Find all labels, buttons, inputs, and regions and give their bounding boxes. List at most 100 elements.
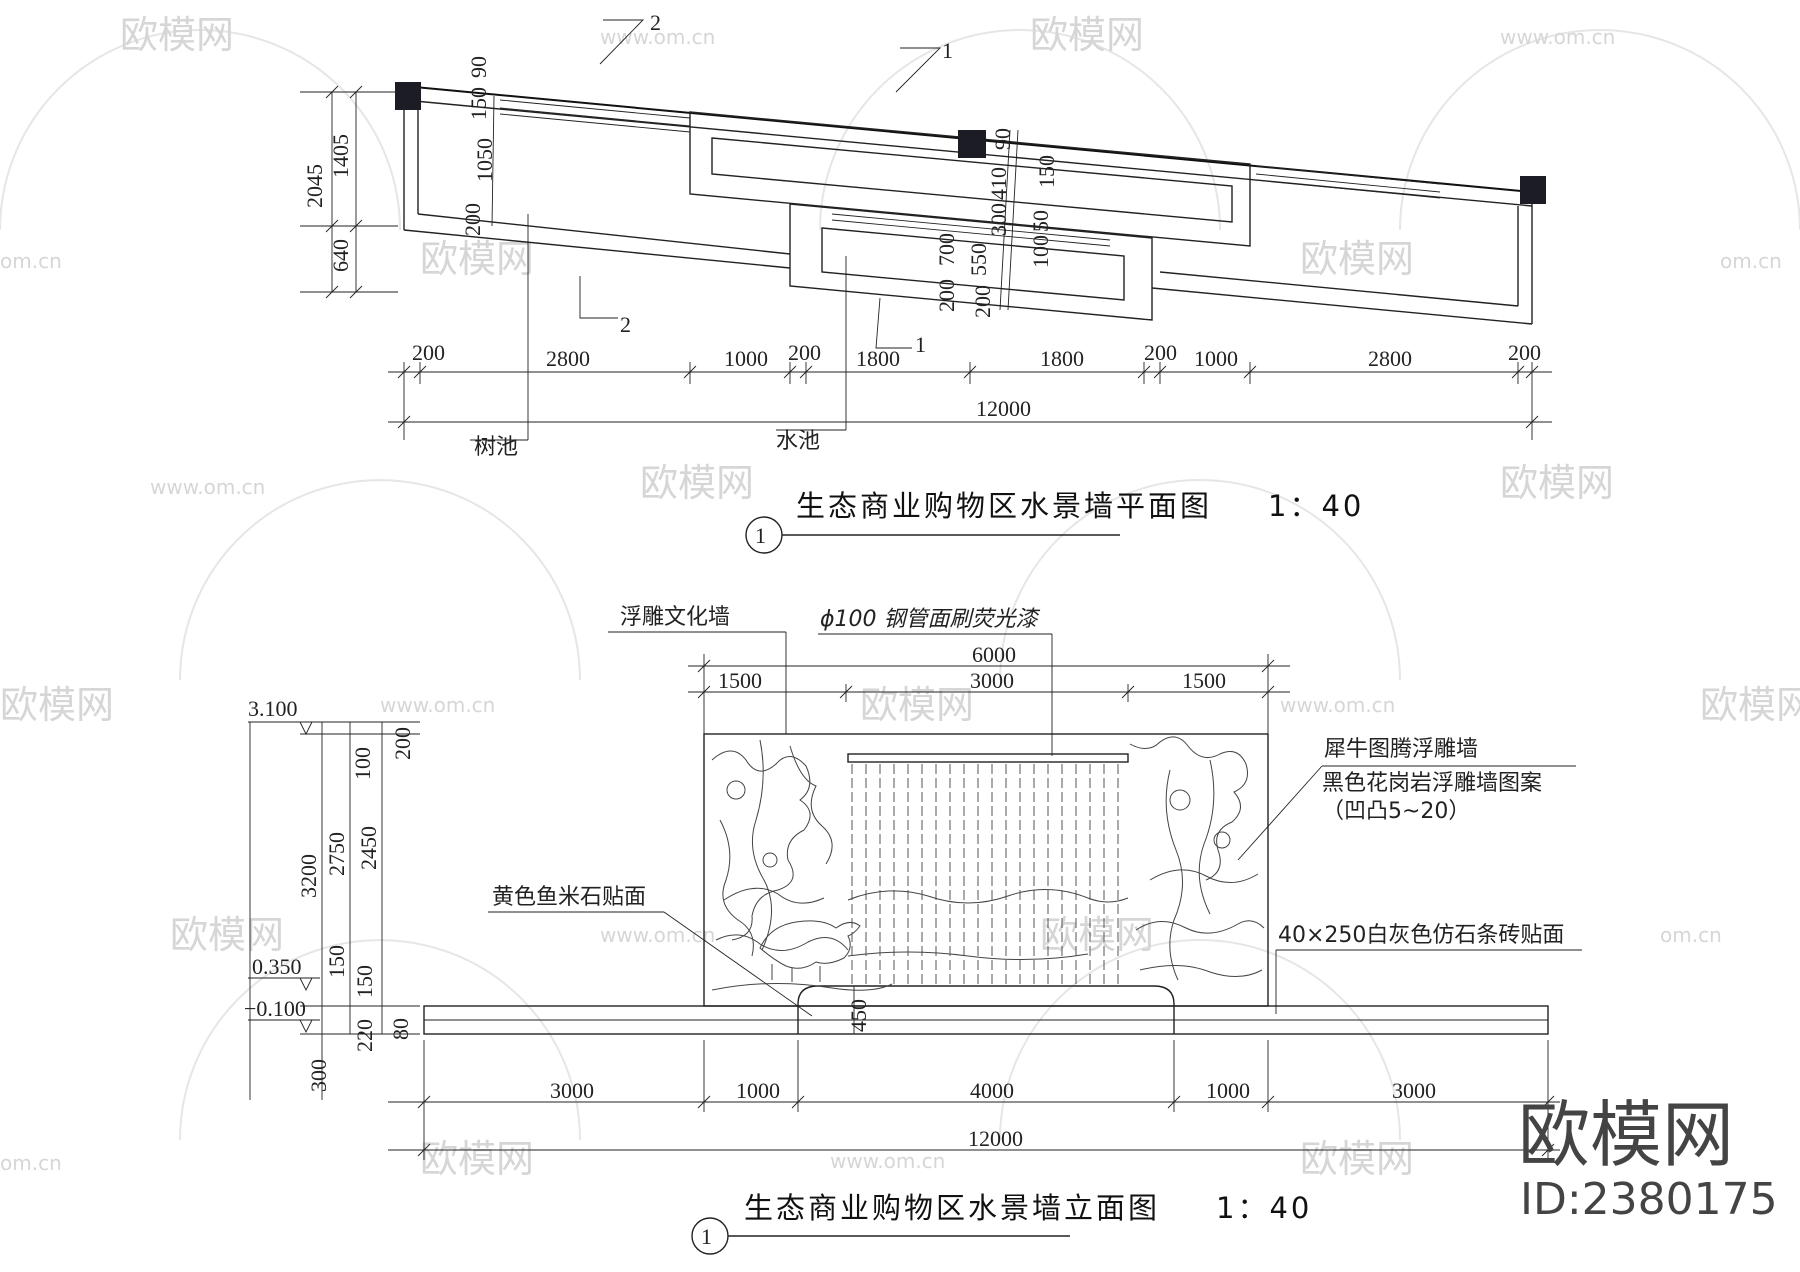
- watermark-site: www.om.cn: [150, 475, 265, 499]
- dim-2450: 2450: [356, 826, 381, 870]
- callout-steel-pipe: ϕ100 钢管面刷荧光漆: [820, 607, 1040, 632]
- elevation-marker: 1: [701, 1224, 712, 1249]
- watermark-site-short: om.cn: [0, 1151, 62, 1175]
- dim-1000-e2: 1000: [1206, 1078, 1250, 1103]
- dim-200-e: 200: [390, 727, 415, 760]
- dimension-tick: [1525, 365, 1539, 379]
- watermark-site: www.om.cn: [380, 693, 495, 717]
- section-mark-2-bottom: 2: [620, 312, 631, 337]
- dimension-tick: [417, 1095, 431, 1109]
- dimension-tick: [397, 365, 411, 379]
- dim-6000: 6000: [972, 642, 1016, 667]
- watermark-brand: 欧模网: [120, 13, 234, 57]
- callout-strip-brick: 40×250白灰色仿石条砖贴面: [1278, 923, 1564, 948]
- dim-1500-b: 1500: [1182, 668, 1226, 693]
- dim-150-c: 150: [1034, 155, 1059, 188]
- dim-200-d: 200: [1508, 340, 1541, 365]
- callout-granite: 黑色花岗岩浮雕墙图案: [1322, 771, 1542, 796]
- dimension-tick: [1167, 1095, 1181, 1109]
- elevation-scale: 1：40: [1216, 1191, 1312, 1225]
- dim-640: 640: [328, 239, 353, 272]
- dim-1800-a: 1800: [856, 346, 900, 371]
- watermark-site: www.om.cn: [600, 25, 715, 49]
- watermark-site: www.om.cn: [830, 1149, 945, 1173]
- plan-callouts: 树池 水池: [470, 214, 847, 460]
- dim-2800-b: 2800: [1368, 346, 1412, 371]
- plan-center-dimensions: 90 150 410 300 700 550 200 200 50 100: [934, 128, 1059, 318]
- dim-90: 90: [466, 56, 491, 78]
- dim-4000: 4000: [970, 1078, 1014, 1103]
- plan-scale: 1：40: [1268, 489, 1364, 523]
- dimension-tick: [1137, 365, 1151, 379]
- dim-100-e: 100: [350, 747, 375, 780]
- watermark-site-short: om.cn: [1720, 249, 1782, 273]
- dim-410-c: 410: [986, 167, 1011, 200]
- dim-100-c: 100: [1028, 235, 1053, 268]
- callout-water-pool: 水池: [776, 429, 820, 454]
- dimension-tick: [1541, 1095, 1555, 1109]
- elevation-title-block: 1 生态商业购物区水景墙立面图 1：40: [691, 1191, 1312, 1255]
- plan-view: 2 1 1 2 2045 1405 640 1050 200: [300, 10, 1552, 554]
- watermark-brand: 欧模网: [0, 683, 114, 727]
- dim-700-c: 700: [934, 233, 959, 266]
- dimension-tick: [1511, 365, 1525, 379]
- watermark-brand: 欧模网: [1030, 13, 1144, 57]
- elevation-top-dimensions: 6000 1500 3000 1500: [688, 642, 1290, 734]
- dimension-tick: [783, 365, 797, 379]
- dim-1000-b: 1000: [1194, 346, 1238, 371]
- elevation-bottom-dimensions: 3000 1000 4000 1000 3000 12000: [388, 1040, 1560, 1160]
- callout-relief-depth: （凹凸5~20）: [1322, 799, 1470, 824]
- section-mark-1-top: 1: [942, 38, 953, 63]
- section-mark-2-top: 2: [650, 10, 661, 35]
- plan-wall-outline: [395, 82, 1546, 325]
- dim-2800-a: 2800: [546, 346, 590, 371]
- dim-1500-a: 1500: [718, 668, 762, 693]
- dimension-tick: [1261, 1095, 1275, 1109]
- watermark-site-short: om.cn: [0, 249, 62, 273]
- dim-220: 220: [352, 1019, 377, 1052]
- level-minus0100: −0.100: [244, 996, 306, 1021]
- elevation-base: [423, 985, 1549, 1035]
- dim-200-c1: 200: [934, 279, 959, 312]
- dim-3200: 3200: [296, 854, 321, 898]
- dimension-tick: [1525, 415, 1539, 429]
- dim-1405: 1405: [328, 134, 353, 178]
- dimension-tick: [697, 1095, 711, 1109]
- brand-name: 欧模网: [1518, 1093, 1734, 1177]
- watermark-brand: 欧模网: [1700, 683, 1800, 727]
- level-0350: 0.350: [252, 954, 302, 979]
- dim-50-c: 50: [1028, 210, 1053, 232]
- water-curtain: [847, 753, 1129, 986]
- dim-150-e1: 150: [324, 945, 349, 978]
- dimension-tick: [799, 365, 813, 379]
- dim-3000-a: 3000: [550, 1078, 594, 1103]
- dim-12000-elev: 12000: [968, 1126, 1023, 1151]
- callout-rhino-wall: 犀牛图腾浮雕墙: [1324, 737, 1478, 762]
- level-3100: 3.100: [248, 696, 298, 721]
- dimension-tick: [397, 415, 411, 429]
- watermark-brand: 欧模网: [420, 237, 534, 281]
- dim-1000-e1: 1000: [736, 1078, 780, 1103]
- plan-bottom-dimensions: 200 2800 1000 200 1800 1800 200 1000 280…: [388, 340, 1552, 440]
- watermark-brand: 欧模网: [1500, 461, 1614, 505]
- dimension-tick: [683, 365, 697, 379]
- plan-title: 生态商业购物区水景墙平面图: [796, 489, 1212, 523]
- watermark-brand: 欧模网: [1300, 1137, 1414, 1181]
- dim-450: 450: [846, 999, 871, 1032]
- dim-90-c: 90: [990, 128, 1015, 150]
- elevation-title: 生态商业购物区水景墙立面图: [744, 1191, 1160, 1225]
- callout-relief-wall: 浮雕文化墙: [620, 605, 730, 630]
- watermark-brand: 欧模网: [640, 461, 754, 505]
- plan-section-marks: 2 1 1 2: [579, 10, 953, 357]
- callout-tree-pool: 树池: [474, 435, 518, 460]
- dimension-tick: [791, 1095, 805, 1109]
- dim-200-b: 200: [788, 340, 821, 365]
- watermark-brand: 欧模网: [1300, 237, 1414, 281]
- dim-3000-top: 3000: [970, 668, 1014, 693]
- brand-id: ID:2380175: [1520, 1174, 1778, 1225]
- callout-fish-stone: 黄色鱼米石贴面: [492, 885, 646, 910]
- dim-200: 200: [460, 203, 485, 236]
- watermark-brand: 欧模网: [420, 1137, 534, 1181]
- watermark-site: www.om.cn: [1280, 693, 1395, 717]
- watermark-site-short: om.cn: [1660, 923, 1722, 947]
